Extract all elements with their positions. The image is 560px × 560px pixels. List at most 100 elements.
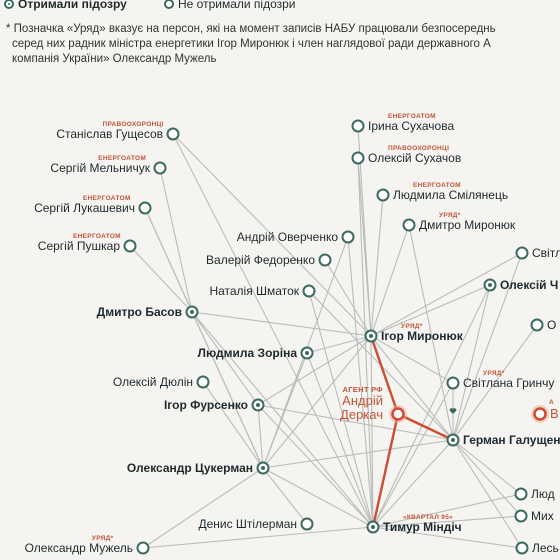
node-marker [153,161,167,175]
edge-mindich-muzhel [142,526,374,549]
footnote-line-2: серед них радник міністра енергетики Іго… [12,38,491,50]
edge-mindich-lies [372,526,523,549]
edge-shmatok-mindich [308,290,374,528]
node-marker [351,119,365,133]
node-marker-dot [451,438,455,442]
edge-fursenko-halushchenko [257,404,454,441]
node-tag: А [549,399,554,406]
node-marker-dot [488,283,492,287]
node-name: Денис Штілерман [198,517,297,531]
node-name: Олексій Дюлін [113,375,193,389]
node-name: Наталія Шматок [209,284,299,298]
edge-mindich-liud [372,493,522,528]
node-basov[interactable]: Дмитро Басов [97,305,199,319]
edge-melnychuk-basov [159,167,193,313]
edge-halushchenko-tsukerman [262,439,454,469]
node-tag: АГЕНТ РФ [343,385,384,394]
node-marker [300,517,314,531]
node-name: Олексій Сухачов [368,151,461,165]
node-svitl[interactable]: Світл [515,246,560,260]
edge-hrynchuk-mindich [372,382,454,528]
edge-smilianets-i_myroniuk [370,194,384,337]
node-zorina[interactable]: Людмила Зоріна [198,346,314,360]
node-name: Люд [531,487,555,501]
edge-tsukerman-muzhel [142,467,264,549]
edge-sukhachov-i_myroniuk [357,157,372,337]
node-name: Лесь [532,541,559,555]
node-marker-dot [369,334,373,338]
node-liud[interactable]: Люд [514,487,555,501]
node-name: Ігор Миронюк [381,329,464,343]
edge-basov-i_myroniuk [191,311,372,337]
node-marker [318,253,332,267]
highlight-edge-derkach-halushchenko [397,412,454,442]
node-marker [530,318,544,332]
node-fedorenko[interactable]: Валерій Федоренко [206,253,332,267]
node-marker [302,284,316,298]
node-marker [514,487,528,501]
node-tag: «КВАРТАЛ 95» [403,514,453,521]
derkach-node-marker [391,407,405,421]
edge-d_myroniuk-i_myroniuk [370,224,410,337]
node-overchenko[interactable]: Андрій Оверченко [237,230,355,244]
node-marker [166,127,180,141]
node-name-line-1: Андрій [342,393,383,408]
node-diulin[interactable]: Олексій Дюлін [113,375,210,389]
edge-oleksii_ch-i_myroniuk [370,284,491,337]
edge-i_myroniuk-hrynchuk [370,335,454,384]
node-name: Дмитро Миронюк [419,218,516,232]
node-fursenko[interactable]: Ігор Фурсенко [164,398,265,412]
node-marker [376,188,390,202]
node-marker-dot [261,466,265,470]
node-marker [138,201,152,215]
node-tag: ЕНЕРГОАТОМ [83,195,131,202]
node-marker-dot [371,525,375,529]
node-v_right[interactable]: АВ [531,399,559,423]
suspected-marker-icon [4,0,14,9]
edge-tsukerman-mindich [262,467,374,528]
node-tag: ПРАВООХОРОНЦІ [388,145,449,152]
legend-not-suspected: Не отримали підозри [164,0,296,11]
edge-halushchenko-liud [452,439,522,495]
node-mykh[interactable]: Мих [514,509,554,523]
node-marker [136,541,150,555]
node-name: Сергій Мельничук [50,161,150,175]
node-lies[interactable]: Лесь [515,541,559,555]
edge-zorina-tsukerman [262,352,308,469]
node-tsukerman[interactable]: Олександр Цукерман [127,461,270,475]
node-marker [515,246,529,260]
node-marker [351,151,365,165]
edge-tsukerman-shtilerman [262,467,308,525]
footnote-line-3: компанія України» Олександр Мужель [12,53,217,65]
node-o_right[interactable]: О [530,318,557,332]
node-name: Світлана Гринчу [463,376,554,390]
footnote-line-1: * Позначка «Уряд» вказує на персон, які … [6,23,496,35]
node-tag: ЕНЕРГОАТОМ [73,233,121,240]
node-marker [515,541,529,555]
node-name: Людмила Смілянець [393,188,508,202]
node-marker-dot [190,310,194,314]
node-shmatok[interactable]: Наталія Шматок [209,284,316,298]
node-halushchenko[interactable]: Герман Галущен [446,433,560,447]
edge-overchenko-mindich [347,236,374,528]
node-mindich[interactable]: Тимур Міндіч«КВАРТАЛ 95» [366,514,462,534]
edge-fursenko-tsukerman [257,404,264,469]
node-shtilerman[interactable]: Денис Штілерман [198,517,314,531]
legend-suspected-label: Отримали підозру [18,0,127,11]
node-oleksii_ch[interactable]: Олексій Ч [483,278,559,292]
edge-basov-tsukerman [191,311,264,469]
